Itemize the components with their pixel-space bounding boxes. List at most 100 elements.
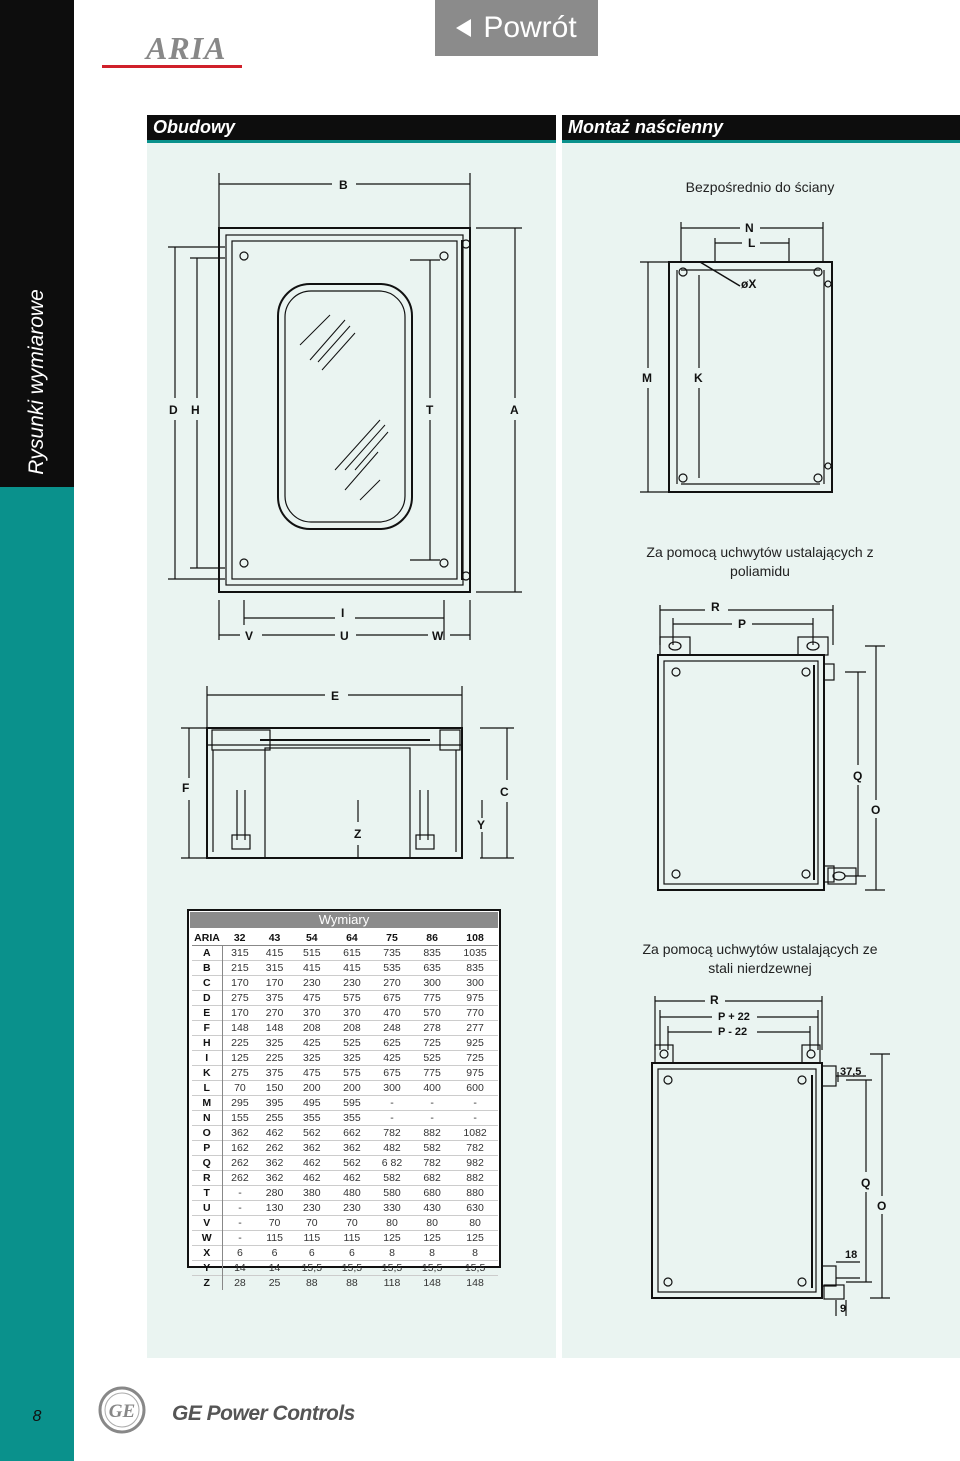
table-cell: 14 (257, 1260, 292, 1276)
table-cell: 782 (452, 1140, 498, 1156)
back-arrow-icon (456, 19, 472, 37)
caption-polyamide: Za pomocą uchwytów ustalających z poliam… (646, 544, 874, 579)
table-column-header: 108 (452, 931, 498, 946)
table-cell: - (222, 1200, 258, 1216)
table-row-label: F (192, 1020, 223, 1036)
table-cell: 415 (331, 960, 372, 976)
table-cell: 362 (257, 1155, 292, 1171)
table-cell: 362 (257, 1170, 292, 1186)
table-cell: 362 (331, 1140, 372, 1156)
table-cell: 925 (452, 1035, 498, 1051)
table-cell: 148 (412, 1275, 453, 1290)
table-cell: 330 (371, 1200, 413, 1216)
table-column-header: 75 (371, 931, 413, 946)
table-row-label: Y (192, 1260, 223, 1276)
table-row-label: A (192, 945, 223, 961)
table-cell: 230 (291, 975, 332, 991)
footer-brand: GE Power Controls (172, 1402, 355, 1425)
table-cell: 170 (222, 975, 258, 991)
table-cell: 462 (331, 1170, 372, 1186)
table-cell: 148 (452, 1275, 498, 1290)
table-cell: 300 (452, 975, 498, 991)
table-cell: 88 (291, 1275, 332, 1290)
wall-mounting-title-rule (562, 140, 960, 143)
table-cell: 125 (412, 1230, 453, 1246)
table-cell: 15,5 (291, 1260, 332, 1276)
table-cell: 635 (412, 960, 453, 976)
table-cell: 148 (222, 1020, 258, 1036)
table-cell: 230 (331, 1200, 372, 1216)
table-cell: 535 (371, 960, 413, 976)
table-cell: - (371, 1095, 413, 1111)
table-row-label: N (192, 1110, 223, 1126)
wall-mounting-title: Montaż naścienny (562, 115, 960, 140)
table-cell: 6 (222, 1245, 258, 1261)
table-cell: 200 (331, 1080, 372, 1096)
table-cell: 375 (257, 990, 292, 1006)
table-row-label: O (192, 1125, 223, 1141)
table-row-label: K (192, 1065, 223, 1081)
table-cell: 277 (452, 1020, 498, 1036)
table-cell: 462 (291, 1170, 332, 1186)
table-cell: 295 (222, 1095, 258, 1111)
table-cell: 200 (291, 1080, 332, 1096)
table-cell: 425 (371, 1050, 413, 1066)
table-cell: 375 (257, 1065, 292, 1081)
table-cell: 600 (452, 1080, 498, 1096)
table-cell: 525 (412, 1050, 453, 1066)
table-cell: 8 (452, 1245, 498, 1261)
sidebar: Rysunki wymiarowe 8 (0, 0, 74, 1461)
ge-monogram: GE (109, 1401, 135, 1422)
table-cell: - (452, 1095, 498, 1111)
table-cell: 225 (257, 1050, 292, 1066)
table-cell: 370 (291, 1005, 332, 1021)
table-cell: 6 82 (371, 1155, 413, 1171)
table-row-label: Q (192, 1155, 223, 1171)
table-cell: 8 (371, 1245, 413, 1261)
table-cell: 615 (343, 947, 361, 959)
table-cell: 208 (331, 1020, 372, 1036)
table-cell: 215 (222, 960, 258, 976)
table-cell: 735 (383, 947, 401, 959)
table-cell: 1082 (452, 1125, 498, 1141)
table-cell: 882 (452, 1170, 498, 1186)
table-column-header: 54 (291, 931, 332, 946)
enclosures-title-rule (147, 140, 556, 143)
table-cell: 15,5 (412, 1260, 453, 1276)
table-cell: 300 (371, 1080, 413, 1096)
table-cell: 415 (265, 947, 284, 959)
table-row-label: W (192, 1230, 223, 1246)
table-row-label: I (192, 1050, 223, 1066)
table-cell: 275 (222, 990, 258, 1006)
table-row-label: V (192, 1215, 223, 1231)
table-column-header: 86 (412, 931, 453, 946)
dimensions-table-title: Wymiary (190, 912, 498, 928)
table-cell: 325 (257, 1035, 292, 1051)
table-cell: 130 (257, 1200, 292, 1216)
table-cell: 582 (412, 1140, 453, 1156)
back-button[interactable]: Powrót (435, 0, 598, 56)
table-cell: 630 (452, 1200, 498, 1216)
table-cell: 230 (331, 975, 372, 991)
table-cell: 782 (412, 1155, 453, 1171)
table-cell: 425 (291, 1035, 332, 1051)
table-cell: - (412, 1095, 453, 1111)
enclosures-title: Obudowy (147, 115, 556, 140)
table-cell: 575 (331, 990, 372, 1006)
table-cell: 325 (291, 1050, 332, 1066)
sidebar-black-band (0, 0, 74, 487)
